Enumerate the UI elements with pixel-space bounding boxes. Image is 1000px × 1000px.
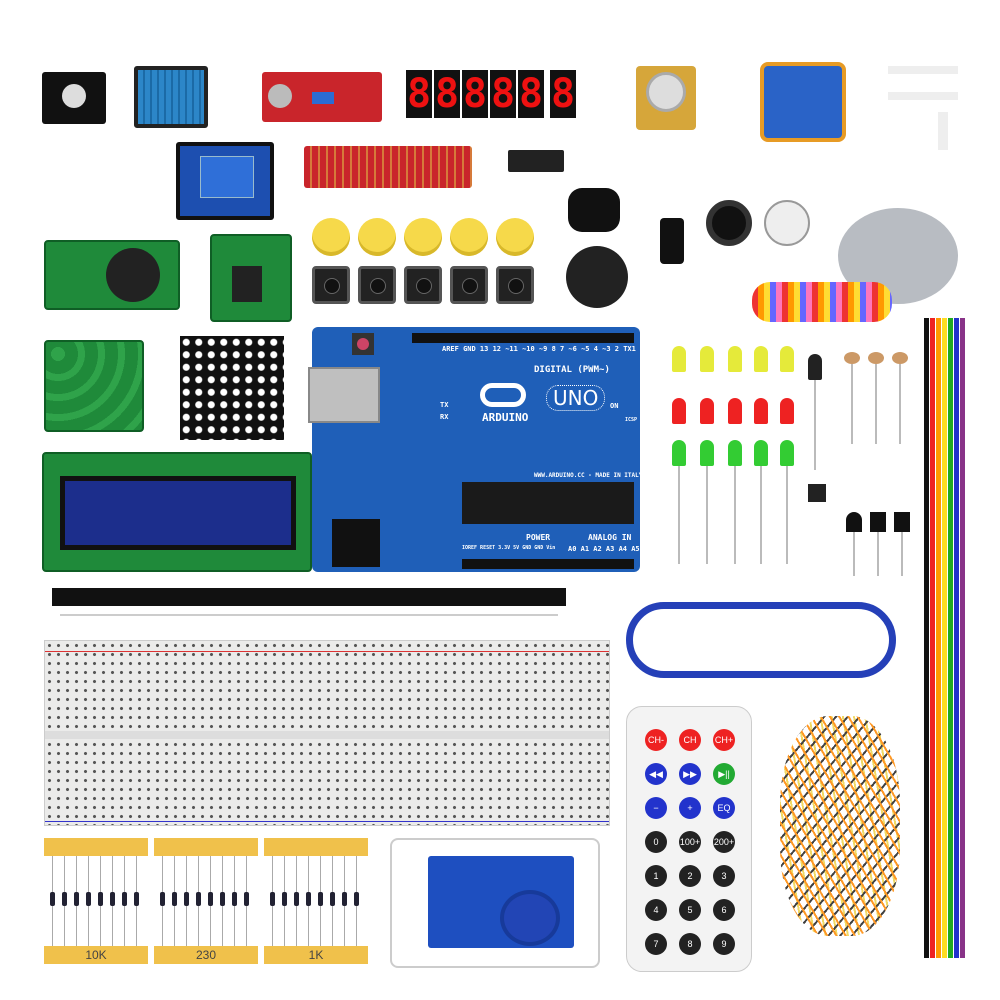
remote-button[interactable]: 7 [645, 933, 667, 955]
icsp-label: ICSP [625, 417, 638, 423]
on-label: ON [610, 402, 619, 410]
remote-button[interactable]: 2 [679, 865, 701, 887]
button-cap [450, 218, 488, 256]
resistor-label: 10K [44, 946, 148, 964]
digital-label: DIGITAL (PWM~) [534, 365, 610, 375]
website-label: WWW.ARDUINO.CC - MADE IN ITALY [534, 472, 643, 479]
remote-button[interactable]: 3 [713, 865, 735, 887]
tactile-button [404, 266, 442, 304]
keypad-module [44, 340, 144, 432]
led-matrix [180, 336, 284, 440]
remote-button[interactable]: + [679, 797, 701, 819]
stepper-driver-board [210, 234, 292, 322]
servo-horns [888, 62, 958, 152]
button-cap [358, 218, 396, 256]
analog-label: ANALOG IN [588, 533, 632, 542]
remote-button[interactable]: 100+ [679, 831, 701, 853]
remote-button[interactable]: ▶▶ [679, 763, 701, 785]
remote-button[interactable]: CH- [645, 729, 667, 751]
remote-button[interactable]: ◀◀ [645, 763, 667, 785]
dc-jack-cable [660, 218, 684, 264]
usb-cable [626, 602, 896, 678]
remote-button[interactable]: 200+ [713, 831, 735, 853]
potentiometer [636, 66, 696, 130]
joystick-cap [566, 246, 628, 308]
stepper-cable [752, 282, 892, 322]
water-level-sensor [304, 146, 472, 188]
button-cap [496, 218, 534, 256]
rfid-keyfob [500, 890, 560, 946]
piezo-buzzer [764, 200, 810, 246]
digit: 8 [406, 70, 432, 118]
remote-button[interactable]: ▶|| [713, 763, 735, 785]
tactile-button [312, 266, 350, 304]
sound-sensor-module [262, 72, 382, 122]
servo-motor [760, 62, 846, 142]
ir-receiver [808, 484, 826, 502]
brand-label: ARDUINO [482, 411, 529, 424]
photoresistor-module [42, 72, 106, 124]
arduino-uno-board: AREF GND 13 12 ~11 ~10 ~9 8 7 ~6 ~5 4 ~3… [308, 327, 653, 572]
power-pin-labels: IOREF RESET 3.3V 5V GND GND Vin [462, 545, 556, 551]
remote-button[interactable]: EQ [713, 797, 735, 819]
model-label: UNO [546, 385, 606, 411]
shift-register-ic [508, 150, 564, 172]
resistor-strip-10k: 10K [44, 838, 148, 964]
relay-module [176, 142, 274, 220]
resistor-label: 1K [264, 946, 368, 964]
digit: 8 [434, 70, 460, 118]
reset-button[interactable] [352, 333, 374, 355]
tx-label: TX [440, 401, 449, 409]
digit: 8 [550, 70, 576, 118]
button-cap [312, 218, 350, 256]
resistor-strip-1k: 1K [264, 838, 368, 964]
jumper-wires-bundle [780, 716, 900, 936]
pin-header [52, 588, 566, 606]
remote-button[interactable]: 8 [679, 933, 701, 955]
arduino-logo [480, 383, 526, 407]
remote-button[interactable]: 4 [645, 899, 667, 921]
usb-b-port [308, 367, 380, 423]
remote-button[interactable]: 0 [645, 831, 667, 853]
buzzer [706, 200, 752, 246]
remote-button[interactable]: 5 [679, 899, 701, 921]
remote-button[interactable]: CH [679, 729, 701, 751]
remote-button[interactable]: − [645, 797, 667, 819]
resistor-label: 230 [154, 946, 258, 964]
power-label: POWER [526, 533, 551, 542]
remote-button[interactable]: 6 [713, 899, 735, 921]
tactile-button [358, 266, 396, 304]
microcontroller-chip [462, 482, 634, 524]
resistor-strip-230: 230 [154, 838, 258, 964]
tactile-button [496, 266, 534, 304]
dht11-sensor [134, 66, 208, 128]
breadboard [44, 640, 610, 826]
lcd-1602-module [42, 452, 312, 572]
rtc-module [44, 240, 180, 310]
remote-button[interactable]: 9 [713, 933, 735, 955]
remote-button[interactable]: 1 [645, 865, 667, 887]
tactile-button [450, 266, 488, 304]
digit: 8 [518, 70, 544, 118]
dc-barrel-jack [332, 519, 380, 567]
digit: 8 [462, 70, 488, 118]
remote-button[interactable]: CH+ [713, 729, 735, 751]
analog-pin-labels: A0 A1 A2 A3 A4 A5 [568, 545, 640, 553]
button-cap [404, 218, 442, 256]
digital-pin-labels: AREF GND 13 12 ~11 ~10 ~9 8 7 ~6 ~5 4 ~3… [442, 345, 653, 353]
digit: 8 [490, 70, 516, 118]
rx-label: RX [440, 413, 449, 421]
battery-clip [568, 188, 620, 232]
